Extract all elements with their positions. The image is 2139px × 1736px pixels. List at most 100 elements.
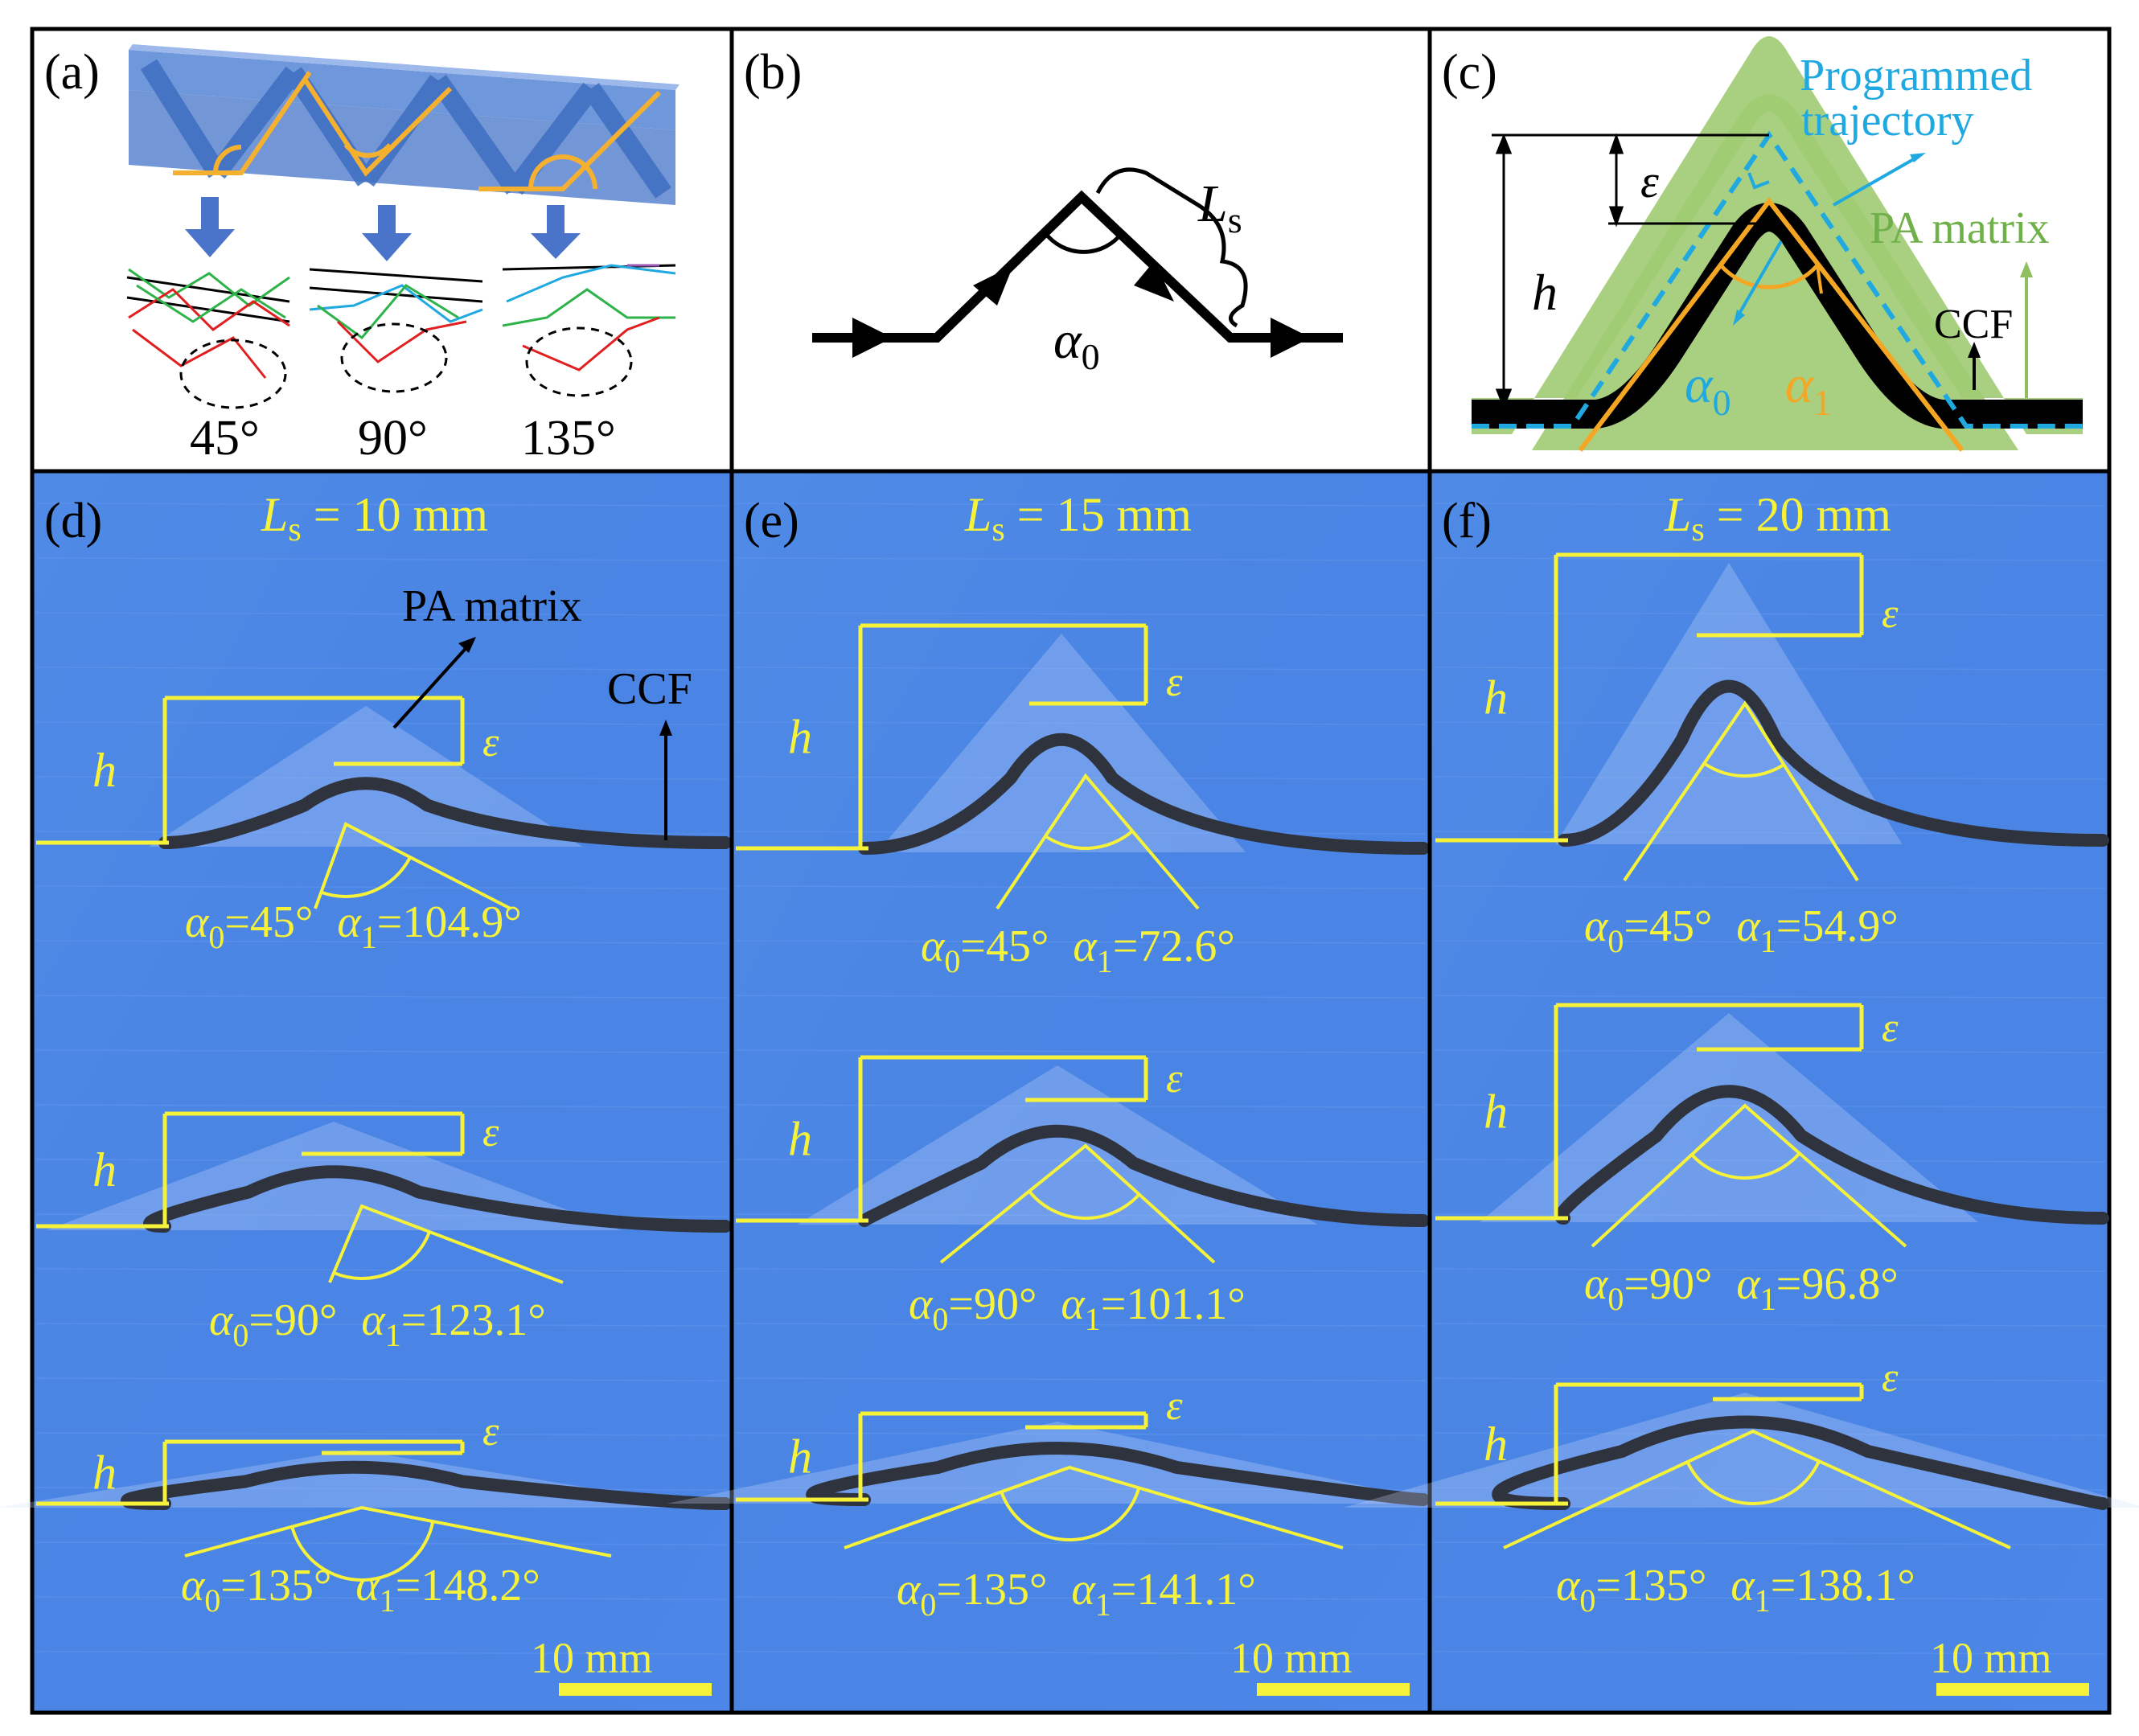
programmed-label-1: Programmed: [1800, 51, 2032, 101]
tape-texture-line: [735, 1049, 1427, 1053]
tape-texture-line: [735, 1323, 1427, 1327]
panel-f-scale-label: 10 mm: [1930, 1634, 2052, 1682]
panel-e-label: (e): [744, 494, 799, 548]
tape-texture-line: [735, 1159, 1427, 1163]
tape-texture-line: [35, 1104, 729, 1108]
panel-c: (c) h ε Prog: [1442, 36, 2083, 452]
lattice-beam-illustration: [129, 44, 679, 205]
tape-texture-line: [735, 557, 1427, 561]
panel-b: (b) Ls α0: [744, 45, 1343, 377]
h-label: h: [1532, 264, 1558, 321]
f-row2-eps-label: ε: [1882, 1005, 1899, 1051]
toolpath-135: [502, 264, 676, 371]
toolpath-90: [309, 268, 483, 363]
alpha1-lines: [1578, 197, 1965, 452]
ccf-label: CCF: [1934, 302, 2013, 347]
panel-d-scale-label: 10 mm: [531, 1634, 653, 1682]
ccf-pointer-head: [659, 720, 672, 736]
panel-f-title: Ls = 20 mm: [1664, 488, 1891, 548]
pa-matrix-pointer: [392, 642, 472, 729]
tape-texture-line: [1433, 557, 2106, 561]
f-row1-alpha1-arc: [1703, 761, 1785, 778]
tape-texture-line: [35, 1049, 729, 1053]
e-row3-h-label: h: [788, 1430, 812, 1484]
tape-texture-line: [735, 1104, 1427, 1108]
panel-f-label: (f): [1442, 494, 1492, 548]
f-row2-fiber: [1554, 1085, 2109, 1225]
d-row2-alpha1-lines: [328, 1204, 564, 1284]
tape-texture-line: [1433, 667, 2106, 671]
tape-texture-line: [1433, 1541, 2106, 1545]
tape-texture-line: [735, 667, 1427, 671]
d-row3-fiber: [121, 1460, 732, 1510]
bottom-labels: (d) (e) (f) Ls = 10 mm Ls = 15 mm Ls = 2…: [44, 488, 2052, 1682]
row-annotation-labels: α0=45°α1=104.9° α0=90°α1=123.1° α0=135°α…: [181, 897, 1915, 1623]
d-row3-angles: α0=135°α1=148.2°: [181, 1561, 540, 1619]
pa-matrix-pointer-head: [458, 637, 476, 653]
panel-d-photo: [30, 469, 734, 1715]
panel-f-scale-bar: [1936, 1683, 2089, 1696]
tape-texture-line: [35, 503, 729, 507]
ccf-fiber: [1472, 203, 2083, 429]
tape-texture-line: [35, 1596, 729, 1600]
tape-texture-line: [735, 831, 1427, 835]
toolpath-45: [126, 268, 290, 379]
tape-texture-line: [1433, 1432, 2106, 1436]
tape-texture-line: [735, 776, 1427, 780]
d-row3-alpha1-arc: [290, 1521, 435, 1582]
e-row1-eps-label: ε: [1166, 659, 1183, 705]
e-row3-fiber: [806, 1442, 1430, 1506]
e-row3-eps-label: ε: [1166, 1383, 1183, 1429]
ccf-annotation: CCF: [607, 664, 692, 714]
e-row2-alpha1-arc: [1028, 1190, 1141, 1220]
f-row3-alpha1-lines: [1503, 1429, 2011, 1549]
f-row2-angles: α0=90°α1=96.8°: [1584, 1259, 1899, 1317]
tape-texture-line: [1433, 885, 2106, 889]
alpha0-arc: [1044, 232, 1123, 254]
dashed-circles: [179, 322, 633, 409]
tape-texture-line: [35, 667, 729, 671]
tape-texture-line: [35, 1651, 729, 1655]
tape-texture-line: [1433, 1487, 2106, 1491]
tape-texture-line: [1433, 940, 2106, 944]
programmed-label-2: trajectory: [1801, 96, 1974, 146]
epsilon-label: ε: [1640, 155, 1659, 207]
panel-b-label: (b): [744, 45, 802, 100]
panel-d-label: (d): [44, 494, 102, 548]
e-row2-angles: α0=90°α1=101.1°: [909, 1279, 1246, 1337]
tape-texture-line: [735, 1377, 1427, 1381]
tape-texture-line: [735, 1432, 1427, 1436]
e-row2-fiber: [857, 1124, 1430, 1227]
e-row3-alpha1-lines: [844, 1465, 1344, 1549]
e-row1-angles: α0=45°α1=72.6°: [921, 921, 1235, 979]
tape-texture-line: [35, 721, 729, 725]
angle-45-label: 45°: [190, 411, 260, 466]
down-arrows: [185, 197, 581, 261]
tape-texture-line: [1433, 776, 2106, 780]
d-row2-h-label: h: [92, 1143, 117, 1196]
e-row2-eps-label: ε: [1166, 1056, 1183, 1102]
pa-matrix-label: PA matrix: [1870, 203, 2050, 253]
f-row2-h-label: h: [1484, 1086, 1508, 1139]
panel-e-scale-label: 10 mm: [1230, 1634, 1353, 1682]
tape-texture-line: [35, 612, 729, 616]
alpha1-label: α1: [1785, 355, 1832, 423]
d-row3-alpha1-lines: [184, 1505, 612, 1557]
d-row1-angles: α0=45°α1=104.9°: [185, 897, 522, 955]
e-row1-fiber: [858, 733, 1430, 855]
e-row1-alpha1-arc: [1044, 830, 1134, 850]
d-row1-h-label: h: [92, 744, 117, 797]
d-row1-matrix: [149, 706, 583, 847]
tape-texture-line: [1433, 1159, 2106, 1163]
path-arrows: [852, 261, 1311, 358]
tape-texture-line: [1433, 1651, 2106, 1655]
tape-texture-line: [735, 940, 1427, 944]
tape-texture-line: [735, 612, 1427, 616]
panel-a-label: (a): [44, 45, 100, 100]
e-row2-h-label: h: [788, 1113, 812, 1166]
tape-texture-line: [735, 995, 1427, 999]
tape-texture-line: [735, 1541, 1427, 1545]
tape-texture-line: [35, 557, 729, 561]
